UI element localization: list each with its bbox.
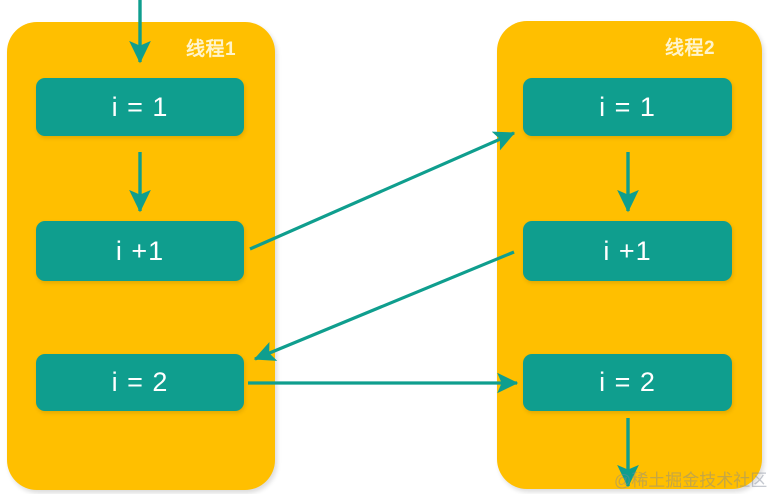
thread-2-step-box-3: i = 2 [523, 354, 732, 411]
thread-2-step-box-2: i +1 [523, 221, 732, 281]
thread-1-step-2-text: i +1 [115, 235, 165, 266]
thread-1-step-1-text: i = 1 [111, 91, 169, 122]
watermark: @稀土掘金技术社区 [614, 471, 768, 490]
thread-1-step-box-2: i +1 [36, 221, 244, 281]
thread-2-step-3-text: i = 2 [599, 367, 656, 397]
thread2-step2-to-thread1-step3-arrow-icon [253, 250, 515, 361]
thread-1-step-3-text: i = 2 [111, 367, 169, 397]
thread-2-label: 线程2 [665, 38, 716, 59]
thread-2-step-1-text: i = 1 [599, 91, 656, 122]
thread-2-step-box-1: i = 1 [523, 78, 732, 136]
thread-1-step-box-3: i = 2 [36, 354, 244, 411]
thread-1-label: 线程1 [186, 39, 237, 60]
thread1-step2-to-thread2-step1-arrow-icon [249, 131, 516, 251]
thread-1-step-box-1: i = 1 [36, 78, 244, 136]
thread-2-step-2-text: i +1 [603, 235, 652, 266]
